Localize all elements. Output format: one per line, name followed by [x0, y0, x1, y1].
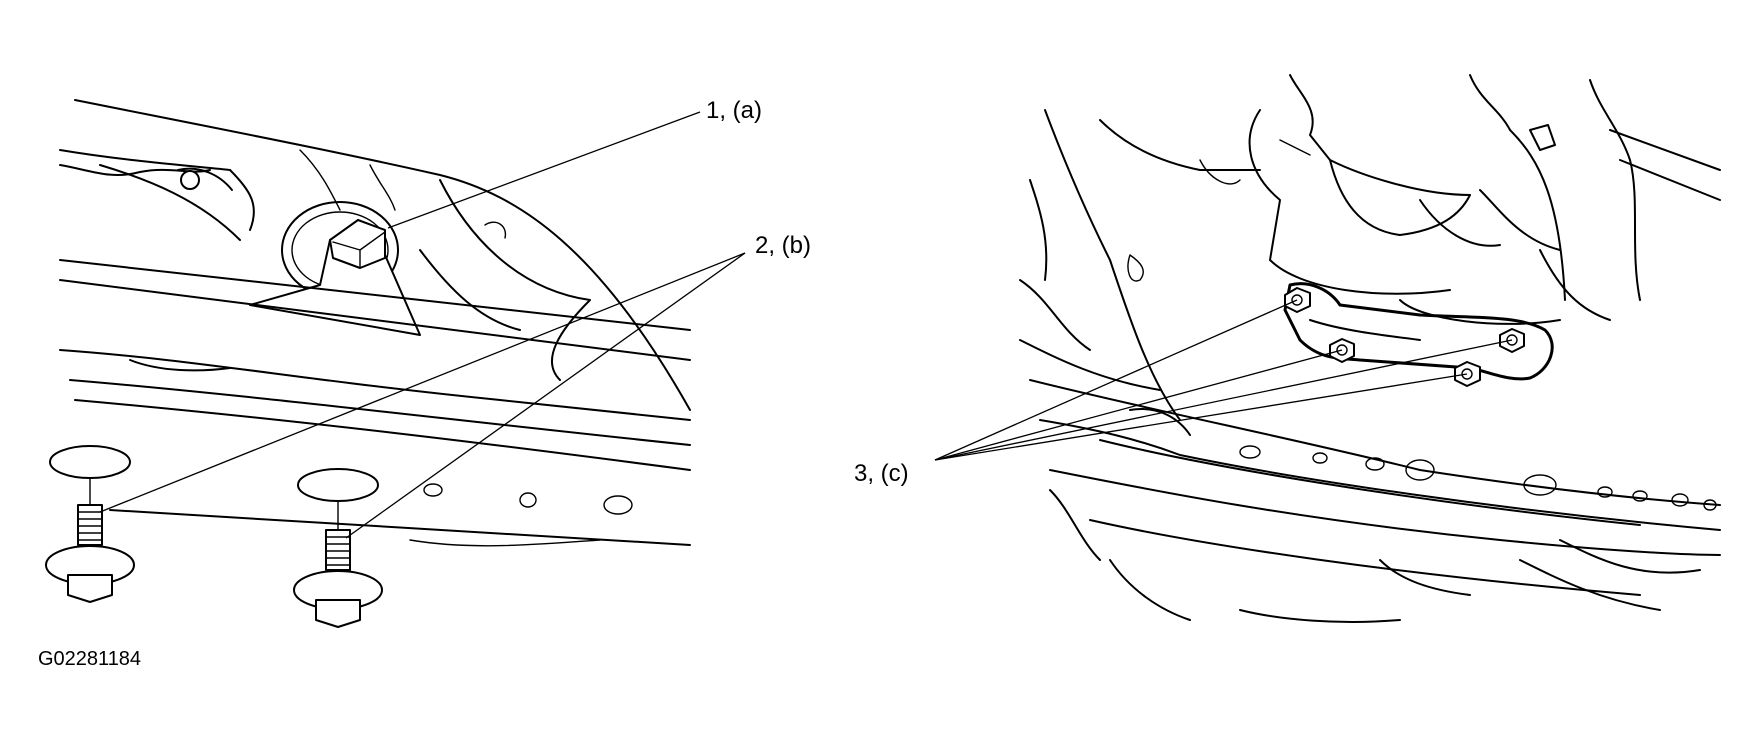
leader-line-3d: [934, 339, 1513, 461]
bolt-a-icon: [45, 477, 135, 603]
hex-bolt-icon: [329, 219, 386, 269]
leader-line-2b: [345, 252, 746, 539]
right-view-transmission: [934, 74, 1721, 623]
callout-label-1: 1, (a): [706, 97, 763, 124]
left-view-underbody: [45, 99, 746, 628]
leader-line-3b: [934, 349, 1343, 461]
figure-id: G02281184: [38, 648, 142, 670]
leader-line-3a: [934, 299, 1298, 461]
leader-line-1: [387, 111, 701, 229]
callout-label-2: 2, (b): [755, 232, 812, 259]
leader-line-3c: [934, 373, 1468, 461]
mount-knob-icon: [180, 170, 200, 190]
callout-label-3: 3, (c): [854, 460, 909, 487]
bracket-bolt-3-icon: [1454, 361, 1481, 387]
bolt-b-icon: [293, 500, 383, 628]
leader-line-2a: [99, 252, 746, 513]
